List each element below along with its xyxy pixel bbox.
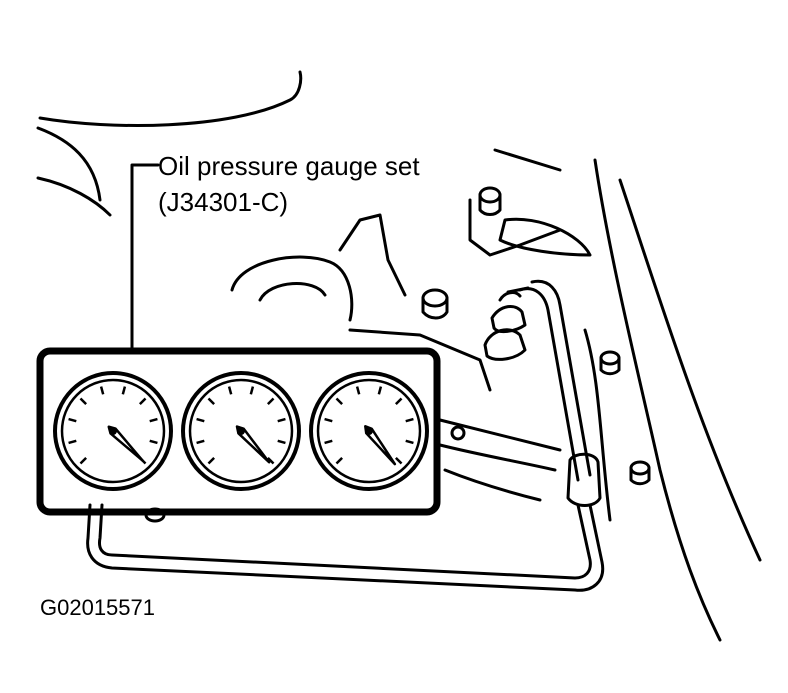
gauge-needle <box>364 425 397 466</box>
gauge-tick <box>377 386 383 395</box>
gauge-tick <box>196 417 205 423</box>
gauge-tick <box>335 456 344 465</box>
bolt-center <box>421 288 449 320</box>
gauge-needle <box>107 425 144 462</box>
gauges-group <box>53 371 429 491</box>
bolt-right-lower <box>629 460 651 486</box>
pressure-gauge-1 <box>53 371 173 491</box>
gauge-needle <box>235 425 271 464</box>
gauge-tick <box>335 397 344 406</box>
gauge-tick <box>149 417 158 423</box>
gauge-hose <box>86 279 605 592</box>
bolt-heads <box>144 186 651 523</box>
gauge-tick <box>405 417 414 423</box>
bolt-right-upper <box>599 350 621 376</box>
gauge-hub <box>109 427 117 435</box>
gauge-tick <box>149 439 158 445</box>
gauge-tick <box>207 397 216 406</box>
gauge-tick <box>121 386 127 395</box>
gauge-tick <box>355 386 361 395</box>
gauge-tick <box>324 439 333 445</box>
gauge-tick <box>99 386 105 395</box>
transmission-case-right <box>583 158 762 642</box>
callout-label-title: Oil pressure gauge set <box>158 151 420 181</box>
oil-pump-housing <box>230 213 562 502</box>
gauge-dial <box>60 378 166 484</box>
bolt-top-left <box>478 186 502 216</box>
gauge-tick <box>68 417 77 423</box>
gauge-tick <box>68 439 77 445</box>
gauge-tick <box>227 386 233 395</box>
gauge-panel <box>36 347 441 516</box>
gauge-tick <box>249 386 255 395</box>
gauge-tick <box>394 456 403 465</box>
gauge-tick <box>266 397 275 406</box>
gauge-hub <box>237 427 245 435</box>
gauge-dial <box>316 378 422 484</box>
gauge-tick <box>277 417 286 423</box>
gauge-tick <box>405 439 414 445</box>
gauge-tick <box>196 439 205 445</box>
gauge-tick <box>266 456 275 465</box>
gauge-dial <box>188 378 294 484</box>
gauge-hub <box>365 427 373 435</box>
gauge-tick <box>79 456 88 465</box>
gauge-tick <box>394 397 403 406</box>
callout-leader-line <box>130 163 160 350</box>
gauge-tick <box>207 456 216 465</box>
pressure-gauge-3 <box>309 371 429 491</box>
gauge-tick <box>79 397 88 406</box>
pressure-gauge-2 <box>181 371 301 491</box>
gauge-tick <box>324 417 333 423</box>
figure-id: G02015571 <box>40 595 155 620</box>
pressure-port-fitting <box>483 286 530 361</box>
gauge-tick <box>277 439 286 445</box>
engine-housing-top <box>36 70 592 257</box>
gauge-tick <box>138 397 147 406</box>
callout-label-part-number: (J34301-C) <box>158 187 289 217</box>
